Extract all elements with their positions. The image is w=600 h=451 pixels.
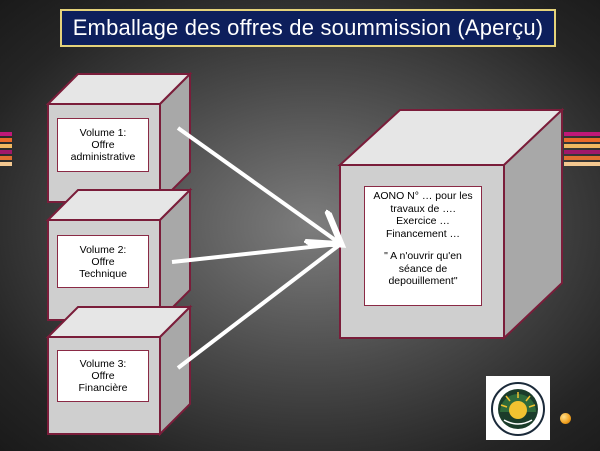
left-stripes-decoration	[0, 132, 12, 168]
volume-1-line-1: Volume 1:	[79, 127, 127, 139]
volume-3-line-3: Financière	[78, 382, 128, 394]
logo-icon	[486, 376, 550, 440]
arrow-volume-3	[176, 244, 340, 370]
volume-3-label: Volume 3: Offre Financière	[57, 350, 149, 402]
right-stripes-decoration	[564, 132, 600, 168]
package-line-4: Financement …	[385, 227, 461, 240]
volume-2-line-1: Volume 2:	[79, 243, 127, 256]
title-banner: Emballage des offres de soummission (Ape…	[60, 9, 556, 47]
volume-1-line-2: Offre	[91, 139, 115, 151]
volume-3-line-2: Offre	[91, 370, 115, 382]
volume-1-label: Volume 1: Offre administrative	[57, 118, 149, 172]
package-line-3: Exercice …	[396, 215, 450, 227]
package-label: AONO N° … pour les travaux de …. Exercic…	[364, 186, 482, 306]
volume-2-line-2: Offre	[91, 255, 115, 268]
package-note-line-1: " A n'ouvrir qu'en	[384, 250, 462, 262]
package-line-2: travaux de ….	[390, 202, 456, 215]
volume-3-line-1: Volume 3:	[79, 358, 127, 370]
package-note-line-2: séance de	[398, 262, 448, 275]
arrow-volume-2	[171, 242, 339, 264]
orange-bullet-icon	[560, 413, 571, 424]
package-line-1: AONO N° … pour les	[373, 190, 473, 202]
volume-1-line-3: administrative	[70, 151, 136, 163]
slide-title: Emballage des offres de soummission (Ape…	[72, 15, 544, 40]
volume-2-label: Volume 2: Offre Technique	[57, 235, 149, 288]
arrow-volume-1	[176, 126, 338, 242]
package-note-line-3: depouillement"	[388, 275, 458, 287]
volume-2-line-3: Technique	[79, 267, 127, 280]
